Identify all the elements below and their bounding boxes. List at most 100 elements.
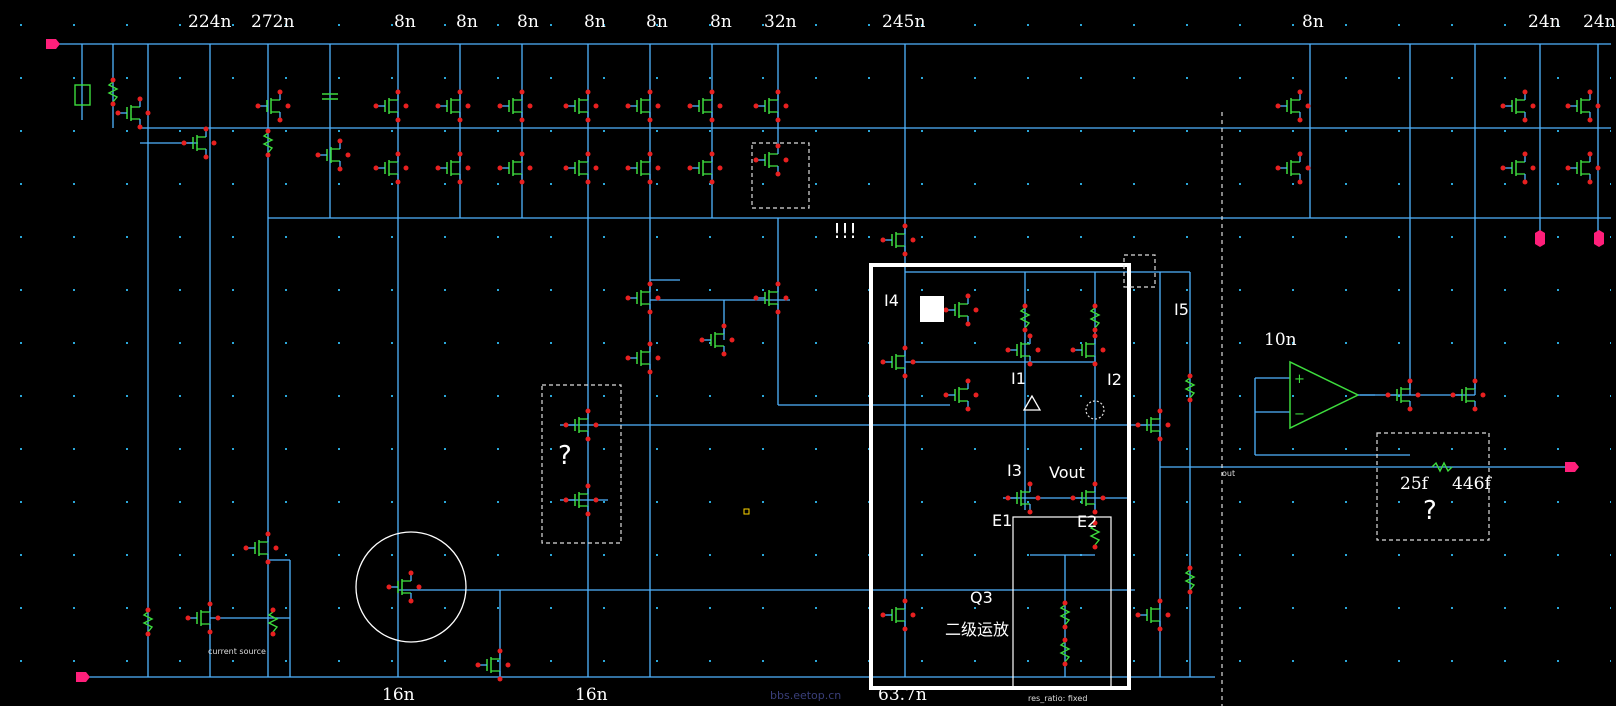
i2-label: I2 (1107, 370, 1122, 389)
dashed-boxes (541, 142, 1490, 544)
pin-dot (145, 631, 151, 637)
mos-transistor-icon (1500, 151, 1536, 185)
pin-dot (145, 607, 151, 613)
e1-label: E1 (992, 511, 1013, 530)
resistor-icon (107, 81, 119, 103)
mos-transistor-icon (625, 281, 661, 315)
size-label: 16n (382, 685, 415, 705)
size-label: 32n (764, 12, 797, 32)
mos-transistor-icon (563, 408, 599, 442)
pin-dot (1092, 303, 1098, 309)
res-ratio-label: res_ratio: fixed (1028, 694, 1088, 703)
size-label: 8n (394, 12, 416, 32)
resistor-icon (1184, 377, 1196, 399)
mos-transistor-icon (699, 323, 735, 357)
pin-dot (1092, 544, 1098, 550)
mos-transistor-icon (497, 89, 533, 123)
out-pin-label: out (1222, 469, 1236, 478)
i2-current-source-symbol (1085, 400, 1105, 420)
resistor-icon (142, 611, 154, 633)
mos-transistor-icon (943, 293, 979, 327)
mos-transistor-icon (1275, 151, 1311, 185)
mos-transistor-icon (563, 151, 599, 185)
mos-transistor-icon (115, 96, 151, 130)
resistor-icon (1089, 307, 1101, 329)
mos-transistor-icon (1565, 151, 1601, 185)
port-markers (46, 39, 1604, 682)
yellow-marker (743, 508, 750, 515)
mos-transistor-icon (753, 281, 789, 315)
mos-transistor-icon (435, 151, 471, 185)
size-label: 272n (251, 12, 295, 32)
mos-transistor-icon (1135, 408, 1171, 442)
pin-dot (1062, 624, 1068, 630)
pin-dot (265, 152, 271, 158)
exclamation-annotation: !!! (833, 219, 858, 243)
two-stage-opamp-label: 二级运放 (945, 620, 1010, 639)
size-label: 8n (646, 12, 668, 32)
size-label: 16n (575, 685, 608, 705)
resistor-icon (1019, 307, 1031, 329)
capacitor-icon (322, 93, 338, 100)
mos-transistor-icon (1275, 89, 1311, 123)
circled-transistor (355, 531, 467, 643)
resistor-icon (1089, 524, 1101, 546)
i5-label: I5 (1174, 300, 1189, 319)
pin-dot (1187, 373, 1193, 379)
mos-transistor-icon (373, 151, 409, 185)
size-label: 8n (517, 12, 539, 32)
mos-transistor-icon (1500, 89, 1536, 123)
pin-dot (265, 128, 271, 134)
mos-transistor-icon (625, 341, 661, 375)
mos-transistor-icon (943, 378, 979, 412)
size-label: 24n (1583, 12, 1616, 32)
mos-transistor-icon (880, 345, 916, 379)
devices (74, 77, 1601, 682)
filled-square (920, 296, 944, 322)
q3-subbox (1012, 516, 1112, 690)
mos-transistor-icon (1070, 481, 1106, 515)
mos-transistor-icon (181, 126, 217, 160)
question-annotation-left: ? (558, 441, 572, 471)
question-annotation-right: ? (1423, 496, 1437, 526)
mos-transistor-icon (255, 89, 291, 123)
mos-transistor-icon (687, 89, 723, 123)
pin-dot (1187, 397, 1193, 403)
mos-transistor-icon (1005, 481, 1041, 515)
opamp-symbol: + − (1289, 360, 1375, 430)
pin-dot (1092, 327, 1098, 333)
pin-dot (1187, 589, 1193, 595)
mos-transistor-icon (315, 138, 351, 172)
mos-transistor-icon (1385, 378, 1421, 412)
size-label: 24n (1528, 12, 1561, 32)
resistor-icon (262, 132, 274, 154)
mos-transistor-icon (687, 151, 723, 185)
i4-label: I4 (884, 291, 899, 310)
i1-label: I1 (1011, 369, 1026, 388)
e2-label: E2 (1077, 512, 1098, 531)
mos-transistor-icon (475, 648, 511, 682)
pin-dot (270, 607, 276, 613)
size-label: 63.7n (878, 685, 927, 705)
mos-transistor-icon (185, 601, 221, 635)
mos-transistor-icon (625, 89, 661, 123)
cap-label: 25f (1400, 474, 1428, 494)
size-label: 8n (1302, 12, 1324, 32)
mos-transistor-icon (435, 89, 471, 123)
mos-transistor-icon (753, 143, 789, 177)
size-label: 8n (710, 12, 732, 32)
pin-dot (1022, 303, 1028, 309)
mos-transistor-icon (243, 531, 279, 565)
resistor-icon (267, 611, 279, 633)
mos-transistor-icon (1450, 378, 1486, 412)
mos-transistor-icon (386, 570, 422, 604)
resistor-icon (1431, 461, 1453, 473)
pin-dot (1187, 565, 1193, 571)
pin-dot (1062, 637, 1068, 643)
size-label: 8n (456, 12, 478, 32)
resistor-icon (1184, 569, 1196, 591)
mos-transistor-icon (497, 151, 533, 185)
i1-current-source-symbol (1022, 394, 1042, 411)
